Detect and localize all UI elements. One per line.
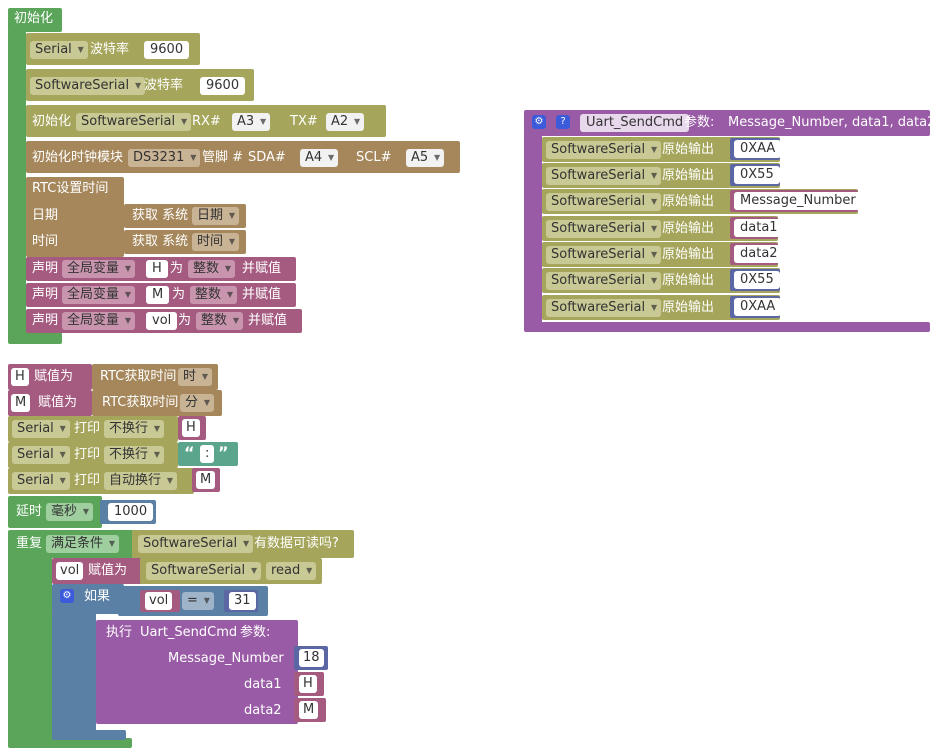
proc-value-field[interactable]: Message_Number <box>734 192 862 210</box>
proc-port-dropdown[interactable]: SoftwareSerial▼ <box>546 193 662 211</box>
scope-dropdown-vol[interactable]: 全局变量▼ <box>62 312 136 330</box>
procedure-name-field[interactable]: Uart_SendCmd <box>580 114 690 132</box>
softinit-port-dropdown[interactable]: SoftwareSerial▼ <box>76 113 192 131</box>
repeat-mode-dropdown[interactable]: 满足条件▼ <box>46 535 120 553</box>
type-dropdown-m[interactable]: 整数▼ <box>190 286 238 304</box>
proc-port-dropdown[interactable]: SoftwareSerial▼ <box>546 167 662 185</box>
if-var-vol[interactable]: vol <box>145 592 173 610</box>
proc-value-field[interactable]: 0XAA <box>734 140 782 158</box>
compare-op-dropdown[interactable]: =▼ <box>182 592 214 610</box>
init-title: 初始化 <box>14 11 54 26</box>
gear-icon[interactable]: ⚙ <box>532 115 546 129</box>
read-port-dropdown[interactable]: SoftwareSerial▼ <box>146 562 262 580</box>
serial-baud-field[interactable]: 9600 <box>144 41 190 59</box>
print-value-colon[interactable]: : <box>200 445 215 463</box>
proc-value-field[interactable]: data1 <box>734 219 784 237</box>
var-name-h[interactable]: H <box>146 260 168 278</box>
serial-port-dropdown[interactable]: Serial▼ <box>30 41 88 59</box>
proc-value-field[interactable]: 0X55 <box>734 166 780 184</box>
hour-dropdown[interactable]: 时▼ <box>178 368 213 386</box>
print-port-dropdown[interactable]: Serial▼ <box>12 420 70 438</box>
proc-port-dropdown[interactable]: SoftwareSerial▼ <box>546 141 662 159</box>
arg-data2[interactable]: M <box>299 701 319 719</box>
clock-model-dropdown[interactable]: DS3231▼ <box>128 149 201 167</box>
var-name-vol[interactable]: vol <box>146 312 178 330</box>
type-dropdown-vol[interactable]: 整数▼ <box>196 312 244 330</box>
rtc-set-block[interactable] <box>26 177 124 257</box>
if-value-field[interactable]: 31 <box>229 592 256 610</box>
softserial-baud-field[interactable]: 9600 <box>200 77 246 95</box>
delay-value-field[interactable]: 1000 <box>108 503 154 521</box>
delay-unit-dropdown[interactable]: 毫秒▼ <box>46 503 94 521</box>
date-dropdown[interactable]: 日期▼ <box>192 207 240 225</box>
tx-pin-dropdown[interactable]: A2▼ <box>326 113 365 131</box>
arg-data1[interactable]: H <box>299 675 317 693</box>
help-icon[interactable]: ? <box>556 115 570 129</box>
scl-pin-dropdown[interactable]: A5▼ <box>406 149 445 167</box>
clock-init-block[interactable] <box>26 141 460 173</box>
scope-dropdown-h[interactable]: 全局变量▼ <box>62 260 136 278</box>
assign-var-m[interactable]: M <box>11 394 31 412</box>
available-port-dropdown[interactable]: SoftwareSerial▼ <box>138 535 254 553</box>
var-name-m[interactable]: M <box>146 286 170 304</box>
print-mode-dropdown[interactable]: 不换行▼ <box>104 420 165 438</box>
assign-var-h[interactable]: H <box>11 368 29 386</box>
proc-value-field[interactable]: 0XAA <box>734 298 782 316</box>
gear-icon[interactable]: ⚙ <box>60 589 74 603</box>
scope-dropdown-m[interactable]: 全局变量▼ <box>62 286 136 304</box>
call-procedure-block[interactable] <box>96 620 298 724</box>
proc-port-dropdown[interactable]: SoftwareSerial▼ <box>546 220 662 238</box>
assign-var-vol[interactable]: vol <box>56 562 84 580</box>
proc-value-field[interactable]: 0X55 <box>734 271 780 289</box>
print-port-dropdown[interactable]: Serial▼ <box>12 472 70 490</box>
proc-port-dropdown[interactable]: SoftwareSerial▼ <box>546 272 662 290</box>
minute-dropdown[interactable]: 分▼ <box>180 394 215 412</box>
type-dropdown-h[interactable]: 整数▼ <box>188 260 236 278</box>
proc-port-dropdown[interactable]: SoftwareSerial▼ <box>546 246 662 264</box>
proc-value-field[interactable]: data2 <box>734 245 784 263</box>
sda-pin-dropdown[interactable]: A4▼ <box>300 149 339 167</box>
print-mode-dropdown[interactable]: 自动换行▼ <box>104 472 178 490</box>
print-value-h[interactable]: H <box>182 419 200 437</box>
arg-message-number[interactable]: 18 <box>299 649 324 667</box>
print-port-dropdown[interactable]: Serial▼ <box>12 446 70 464</box>
read-method-dropdown[interactable]: read▼ <box>266 562 317 580</box>
proc-port-dropdown[interactable]: SoftwareSerial▼ <box>546 299 662 317</box>
procedure-params: Message_Number, data1, data2 <box>728 115 936 130</box>
time-dropdown[interactable]: 时间▼ <box>192 233 240 251</box>
print-value-m[interactable]: M <box>196 471 216 489</box>
print-mode-dropdown[interactable]: 不换行▼ <box>104 446 165 464</box>
softserial-port-dropdown[interactable]: SoftwareSerial▼ <box>30 77 146 95</box>
rx-pin-dropdown[interactable]: A3▼ <box>232 113 271 131</box>
